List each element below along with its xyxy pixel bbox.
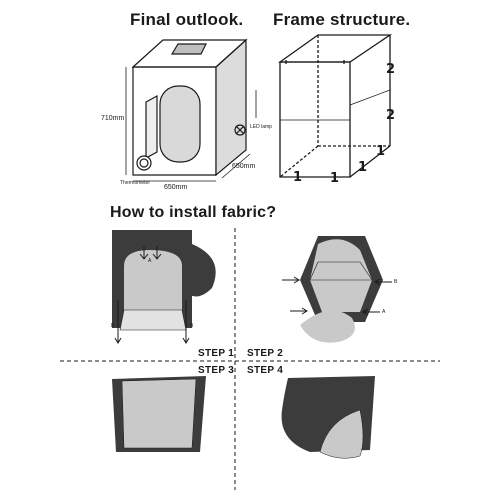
- tent-top-vent: [170, 43, 207, 55]
- frame-structure-title: Frame structure.: [273, 10, 411, 29]
- tent-side-face: [215, 38, 247, 177]
- step1-label: STEP 1: [198, 348, 235, 359]
- tent-door-window: [159, 85, 201, 163]
- frame-part-label-1-a: 1: [293, 170, 303, 185]
- step2-arrow-a-label: A: [382, 309, 386, 315]
- depth-dimension-label: 650mm: [232, 163, 256, 170]
- step2-label: STEP 2: [247, 348, 284, 359]
- step1-illustration: [112, 230, 216, 344]
- tent-zip-flap: [145, 94, 158, 160]
- step4-illustration: [281, 376, 375, 459]
- thermometer-label: Thermometer: [120, 180, 151, 186]
- tent-top-face: [131, 39, 248, 68]
- step4-label: STEP 4: [247, 365, 284, 376]
- thermometer-dial: [136, 155, 152, 171]
- frame-part-label-1-c: 1: [358, 160, 368, 175]
- frame-part-label-1-d: 1: [376, 144, 386, 159]
- frame-front: [279, 61, 351, 178]
- step3-illustration: [112, 376, 206, 452]
- final-outlook-title: Final outlook.: [130, 10, 244, 29]
- tent-outlook-drawing: [125, 38, 257, 182]
- frame-top: [277, 34, 393, 63]
- step2-arrow-b-label: B: [394, 279, 398, 285]
- frame-part-label-2-mid: 2: [386, 108, 396, 123]
- step1-arrow-b-left-label: B: [111, 323, 115, 329]
- step-dividers: [60, 228, 440, 490]
- led-lamp-port: [234, 124, 246, 136]
- step3-label: STEP 3: [198, 365, 235, 376]
- frame-right-bottom: [349, 145, 391, 178]
- frame-part-label-1-b: 1: [330, 171, 340, 186]
- step2-illustration: [282, 236, 392, 343]
- depth-dimension-line: [221, 153, 251, 179]
- step1-arrow-a-label: A: [148, 258, 152, 264]
- frame-structure-drawing: [277, 34, 393, 178]
- frame-part-label-2-top: 2: [386, 62, 396, 77]
- step1-arrow-b-right-label: B: [190, 323, 194, 329]
- install-fabric-title: How to install fabric?: [110, 204, 277, 221]
- height-dimension-label: 710mm: [101, 115, 125, 122]
- thermometer-inner: [139, 158, 149, 168]
- width-dimension-label: 650mm: [164, 184, 188, 191]
- led-lamp-label: LED lamp: [250, 124, 272, 130]
